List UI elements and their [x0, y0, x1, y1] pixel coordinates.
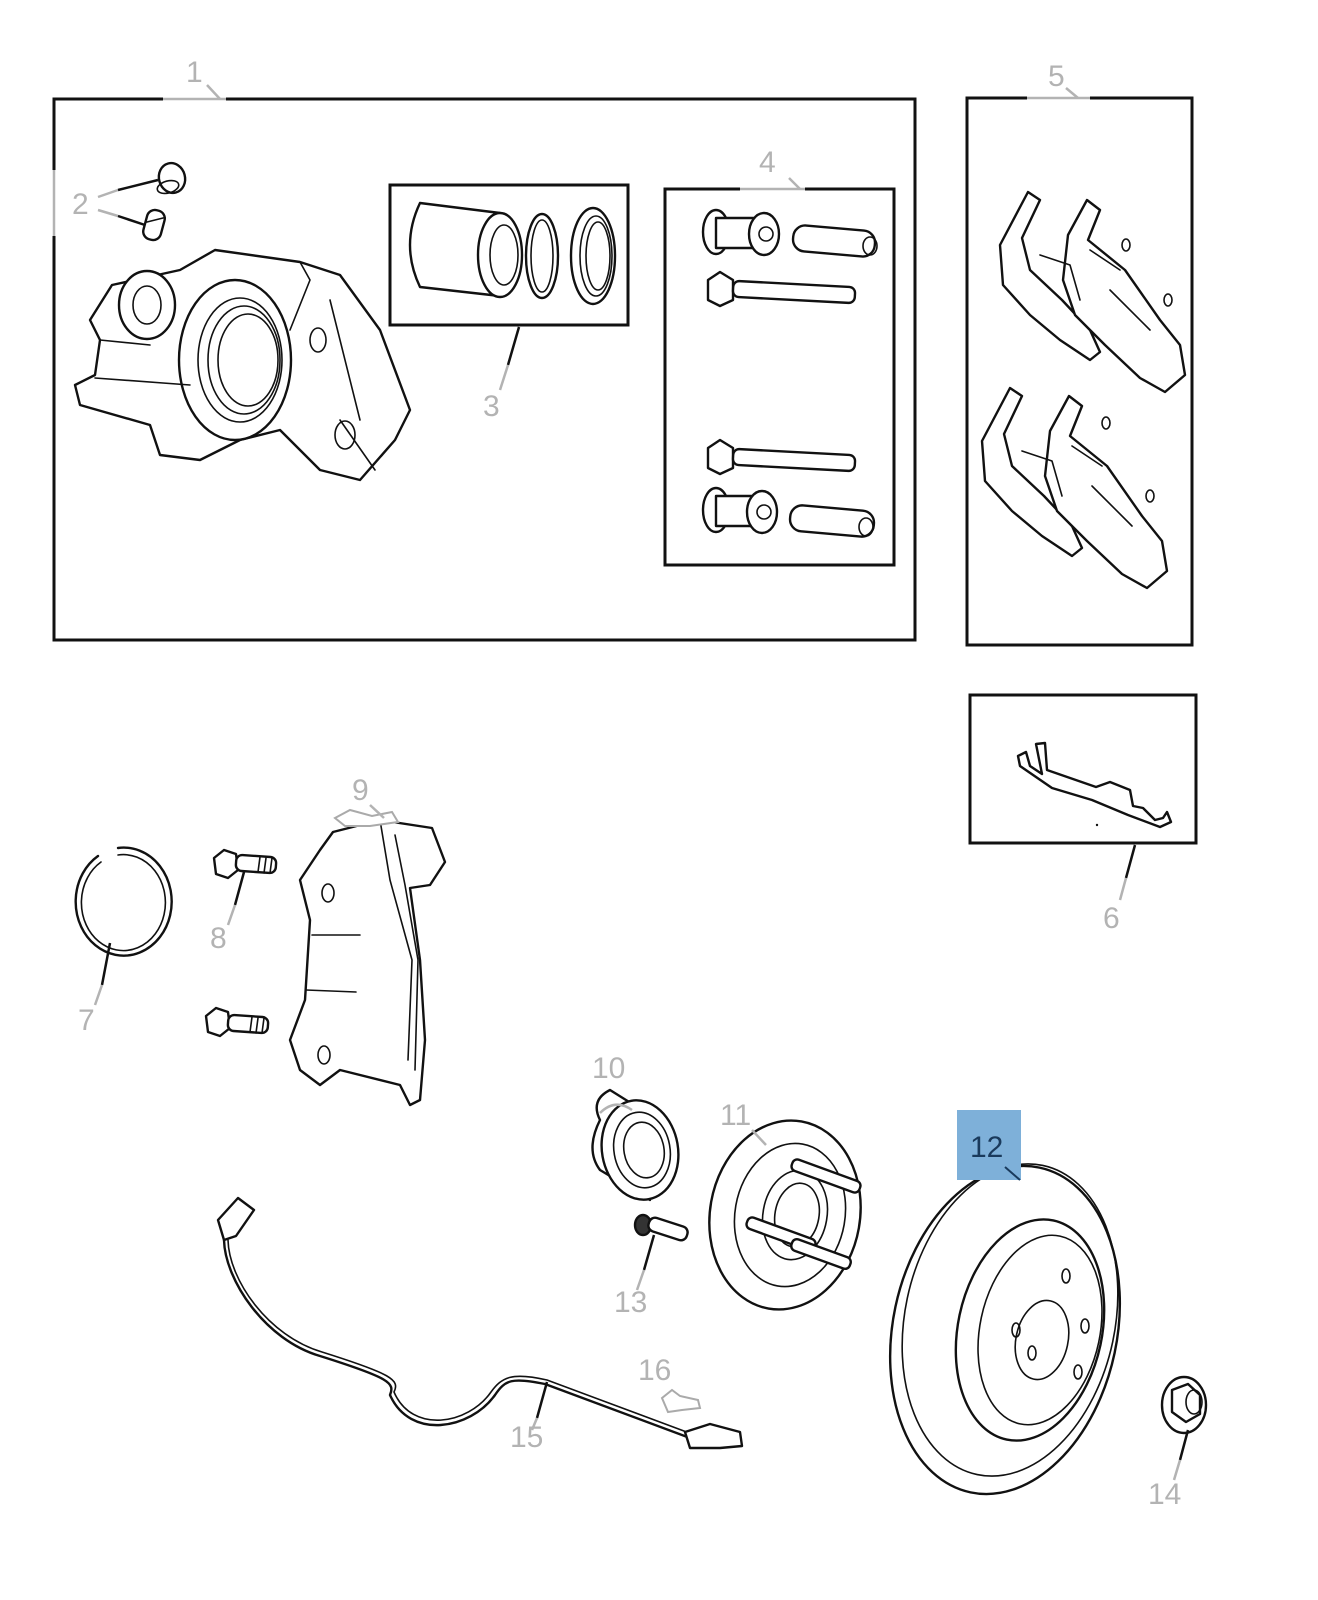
piston-kit-box [388, 183, 630, 327]
callout-12[interactable]: 12 [970, 1131, 1003, 1164]
sensor-bolt-part[interactable] [660, 1388, 702, 1414]
hub-and-studs-part[interactable] [695, 1108, 876, 1321]
callout-6-leader [1124, 844, 1137, 879]
caliper-body[interactable] [73, 248, 412, 482]
brake-pad-set-group[interactable] [965, 87, 1194, 647]
callout-2[interactable]: 2 [72, 188, 89, 221]
guide-pin-kit-group[interactable] [663, 177, 896, 567]
callout-3-leader [506, 326, 521, 366]
piston-seal-kit-group[interactable] [388, 183, 630, 327]
callout-8[interactable]: 8 [210, 922, 227, 955]
retaining-ring-part[interactable] [74, 846, 173, 957]
wheel-speed-sensor-harness-part[interactable] [216, 1196, 744, 1450]
guide-pin-kit-box [663, 187, 896, 567]
callout-7[interactable]: 7 [78, 1004, 95, 1037]
anchor-bolts-part[interactable] [204, 848, 278, 1038]
callout-8-leader [233, 871, 246, 906]
callout-9[interactable]: 9 [352, 774, 369, 807]
caliper-anchor-bracket[interactable] [288, 808, 447, 1107]
callout-4[interactable]: 4 [759, 146, 776, 179]
callout-2-leader-b [97, 208, 119, 218]
callout-1-tick [206, 84, 221, 100]
bleeder-screw-part[interactable] [141, 160, 188, 242]
callout-16[interactable]: 16 [638, 1354, 671, 1387]
wheel-bearing-part[interactable] [591, 1088, 687, 1206]
callout-11[interactable]: 11 [720, 1099, 751, 1132]
pad-clip-box [968, 693, 1198, 845]
hub-nut-part[interactable] [1160, 1375, 1208, 1435]
callout-7-leader [100, 942, 112, 986]
brake-rotor-part[interactable] [861, 1144, 1149, 1516]
pad-clip-group[interactable] [968, 693, 1198, 845]
callout-15[interactable]: 15 [510, 1421, 543, 1454]
callout-10[interactable]: 10 [592, 1052, 625, 1085]
callout-12-leader [1004, 1166, 1021, 1181]
callout-3[interactable]: 3 [483, 390, 500, 423]
caliper-assembly-box [52, 97, 917, 642]
callout-6[interactable]: 6 [1103, 902, 1120, 935]
dot [1095, 823, 1099, 827]
callout-2-leader-a [97, 188, 119, 199]
callout-10-leader [599, 1103, 633, 1114]
callout-12-highlight[interactable]: 12 [957, 1110, 1021, 1181]
callout-15-leader [535, 1381, 549, 1419]
callout-5[interactable]: 5 [1048, 60, 1065, 93]
highlight-box [957, 1110, 1021, 1180]
wheel-stud-part[interactable] [633, 1213, 689, 1242]
callout-13[interactable]: 13 [614, 1286, 647, 1319]
callout-14-leader [1178, 1429, 1190, 1461]
callout-9-leader [369, 804, 385, 819]
callout-13-leader [642, 1234, 656, 1271]
callout-14[interactable]: 14 [1148, 1478, 1181, 1511]
callout-11-leader [751, 1129, 767, 1146]
brake-pad-box [965, 96, 1194, 647]
caliper-assembly-group[interactable] [52, 84, 917, 642]
callout-1[interactable]: 1 [186, 56, 203, 89]
